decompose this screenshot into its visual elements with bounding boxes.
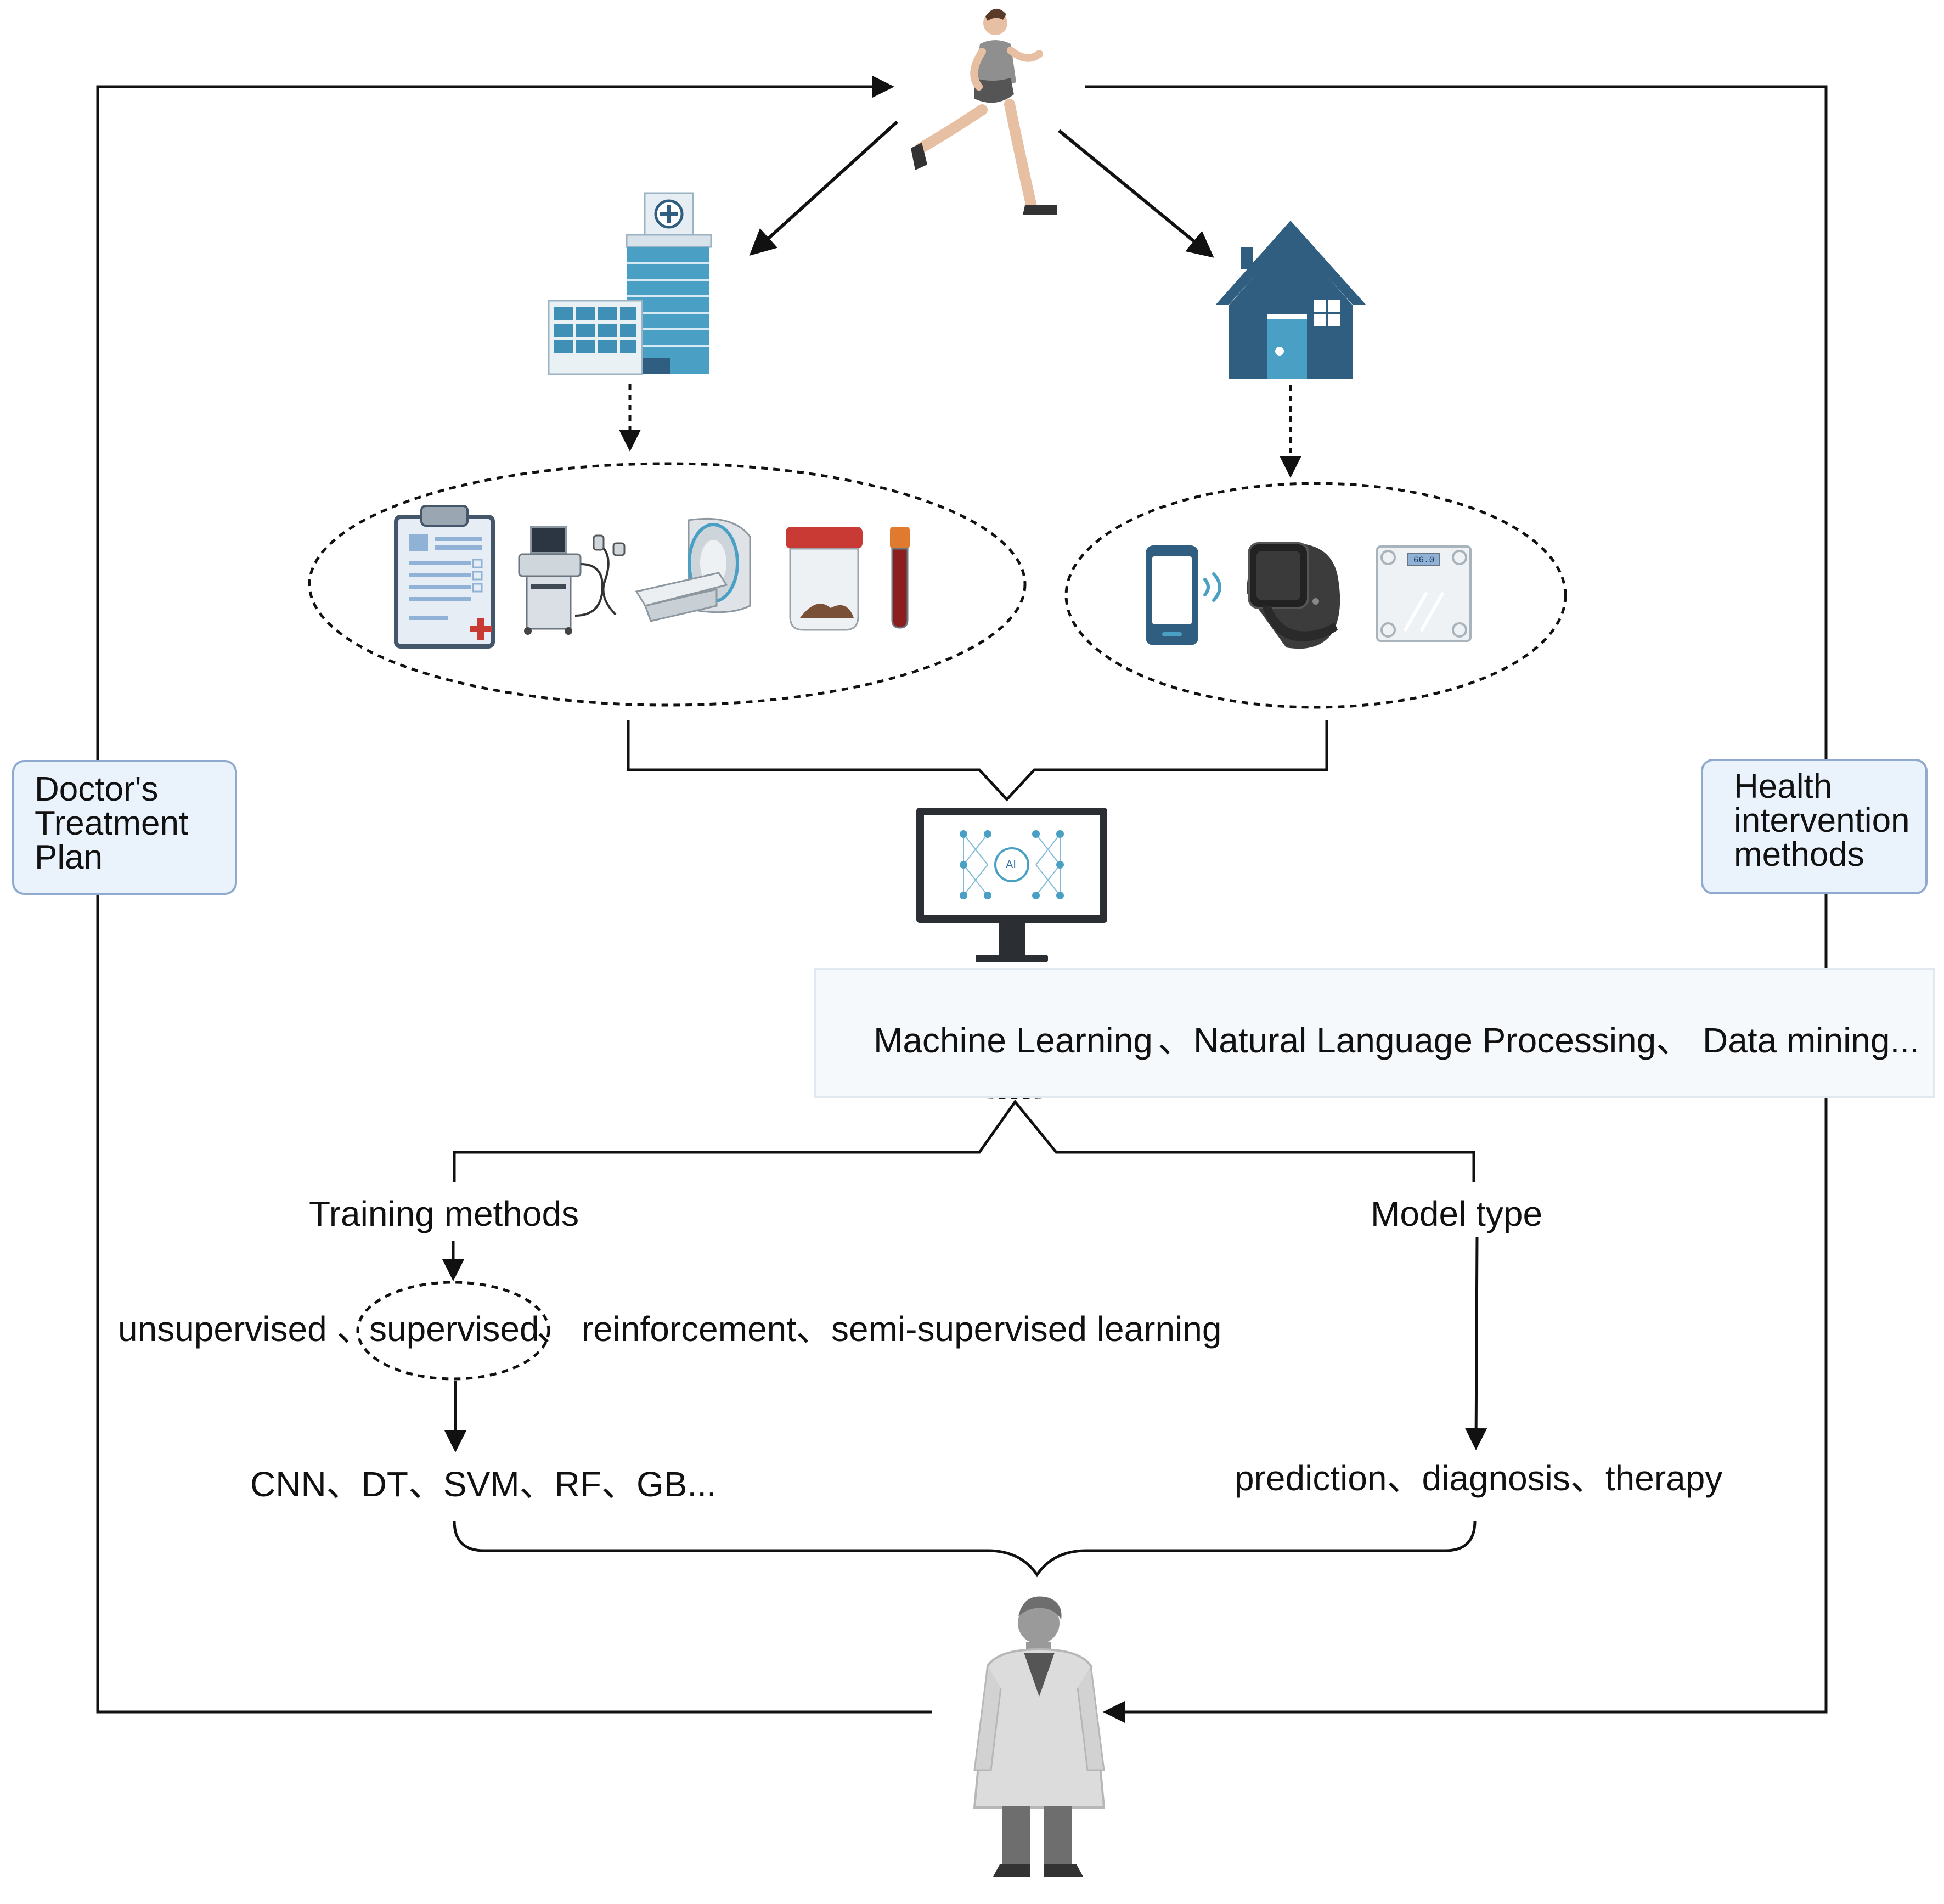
supervised-label: supervised [369, 1309, 539, 1349]
sample-container-icon [786, 527, 863, 631]
model-types-list: prediction、diagnosis、therapy [1235, 1458, 1723, 1498]
side-left-line-2: Treatment [35, 804, 189, 842]
blood-tube-icon [890, 527, 910, 629]
side-left-line-1: Doctor's [35, 770, 159, 808]
split-bracket [453, 1099, 1475, 1182]
other-training-methods: 、 reinforcement、semi-supervised learning [537, 1309, 1222, 1349]
hospital-icon [548, 192, 712, 375]
model-type-heading: Model type [1371, 1194, 1543, 1233]
side-right-line-3: methods [1734, 836, 1864, 874]
bottom-brace [453, 1520, 1477, 1578]
ultrasound-icon [518, 526, 626, 635]
arrow-person-to-home [1058, 129, 1214, 258]
left-loop-line [96, 76, 932, 1714]
smartphone-icon [1146, 545, 1221, 645]
medical-record-icon [394, 505, 495, 649]
bathroom-scale-icon: 66.0 [1376, 545, 1472, 642]
algorithms-list: CNN、DT、SVM、RF、GB... [250, 1464, 717, 1504]
home-data-group [1064, 482, 1567, 709]
monitor-ai-badge: AI [1006, 859, 1016, 871]
right-loop-line [1085, 85, 1828, 1723]
mri-scanner-icon [635, 517, 751, 622]
supervised-highlight [356, 1281, 550, 1381]
training-methods-heading: Training methods [309, 1194, 579, 1233]
unsupervised-label: unsupervised 、 [118, 1309, 372, 1349]
technique-separator: 、 [1158, 1021, 1193, 1060]
side-left-line-3: Plan [35, 838, 103, 876]
health-intervention-box [1701, 759, 1928, 894]
machine-learning-label: Machine Learning [874, 1021, 1153, 1060]
doctors-treatment-plan-label: Doctor's Treatment Plan [35, 773, 188, 875]
feedback-loop [96, 76, 1828, 1723]
merge-bracket [627, 720, 1328, 802]
doctor-icon [973, 1596, 1106, 1877]
nlp-label: Natural Language Processing、 [1193, 1021, 1692, 1060]
ai-monitor-icon [916, 808, 1107, 962]
doctors-treatment-plan-box [12, 760, 237, 895]
smartwatch-icon [1247, 542, 1340, 649]
ai-techniques-panel [814, 968, 1935, 1098]
side-right-line-2: intervention [1734, 802, 1910, 840]
data-mining-label: Data mining... [1703, 1021, 1919, 1060]
clinical-data-group [308, 462, 1027, 707]
runner-icon [911, 8, 1057, 215]
arrow-person-to-hospital [749, 120, 899, 256]
health-intervention-label: Health intervention methods [1734, 770, 1910, 872]
house-icon [1215, 221, 1366, 379]
side-right-line-1: Health [1734, 768, 1833, 805]
arrow-model-type-to-outputs [1465, 1236, 1487, 1450]
scale-display: 66.0 [1413, 555, 1434, 565]
